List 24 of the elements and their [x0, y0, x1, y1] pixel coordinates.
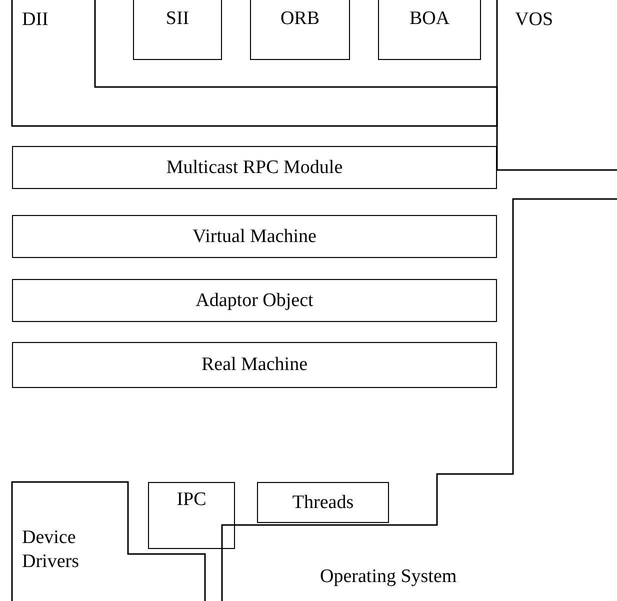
layer-label: Virtual Machine: [192, 226, 316, 248]
layer-region: [12, 482, 205, 601]
layer-label: IPC: [176, 489, 206, 511]
layer-region: [497, 0, 617, 170]
layer-box: [12, 146, 497, 189]
layer-region: [12, 0, 497, 126]
layer-box: [133, 0, 222, 60]
layer-box: [148, 482, 235, 549]
layer-label: VOS: [515, 8, 554, 32]
layer-box: [250, 0, 350, 60]
layer-box: [12, 279, 497, 322]
layer-label: Real Machine: [201, 354, 308, 376]
layer-label: BOA: [409, 8, 450, 30]
layer-box: [12, 342, 497, 388]
layer-label: Multicast RPC Module: [166, 156, 343, 178]
layer-label: Adaptor Object: [196, 290, 314, 312]
layer-label: ORB: [280, 8, 320, 30]
layer-label: Operating System: [320, 565, 457, 589]
layer-box: [12, 215, 497, 258]
layer-box: [378, 0, 481, 60]
layer-label: Threads: [292, 492, 354, 514]
layer-label: SII: [166, 8, 190, 30]
layer-label: DII: [22, 8, 48, 32]
layer-label: Device Drivers: [22, 526, 80, 574]
